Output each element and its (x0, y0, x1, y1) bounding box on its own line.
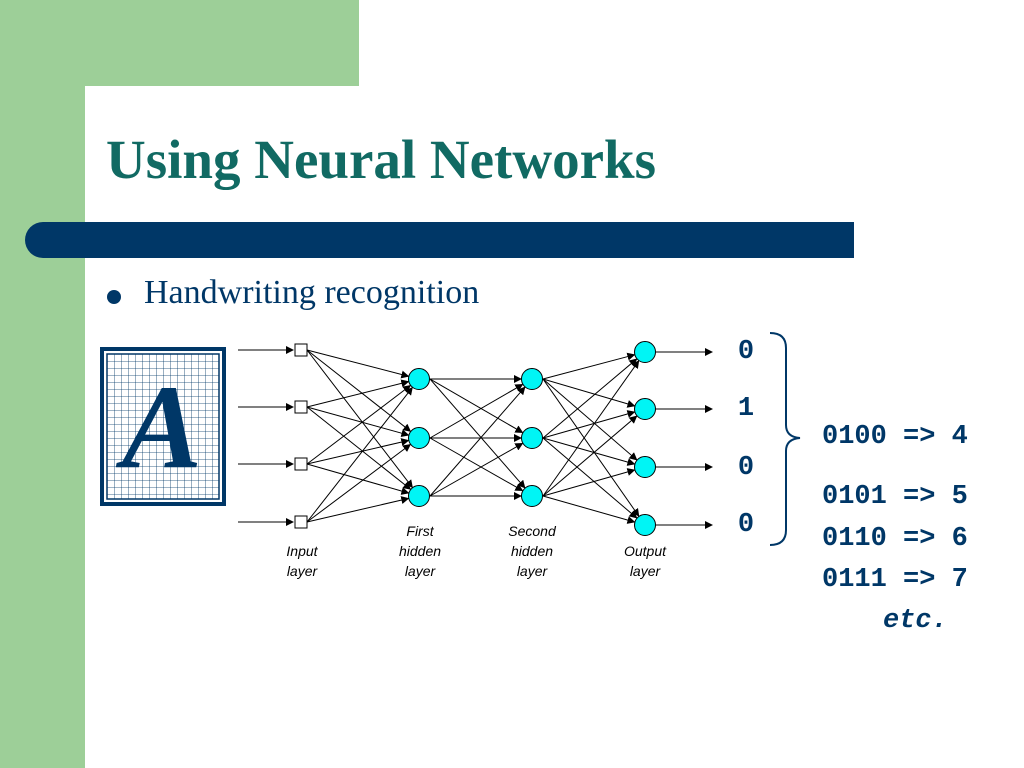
slide-title: Using Neural Networks (106, 129, 656, 190)
hidden1-node-2 (408, 427, 430, 449)
output-brace (769, 332, 801, 546)
connection-l2-1-2 (429, 378, 524, 433)
hidden1-node-1 (408, 368, 430, 390)
output-node-3 (634, 456, 656, 478)
output-node-1 (634, 341, 656, 363)
connection-l3-3-2 (542, 415, 638, 497)
hidden2-node-1 (521, 368, 543, 390)
connection-l3-1-1 (542, 352, 636, 380)
handwritten-letter: A (115, 360, 202, 493)
connection-l1-3-3 (306, 463, 410, 495)
connection-l2-3-2 (429, 442, 524, 497)
code-5: 0101 => 5 (822, 482, 968, 512)
connection-l2-1-3 (429, 378, 526, 489)
hidden2-node-3 (521, 485, 543, 507)
connection-l1-2-3 (306, 406, 412, 490)
title-underline-bar (25, 222, 854, 258)
connection-l1-4-3 (306, 496, 410, 523)
connection-l1-2-1 (306, 379, 410, 408)
background-green-top (0, 0, 359, 86)
output-layer-label: Output layer (623, 543, 667, 579)
input-node-2 (294, 400, 308, 414)
background-green-strip (0, 0, 85, 768)
output-node-2 (634, 398, 656, 420)
connection-l1-4-1 (306, 386, 413, 523)
input-node-1 (294, 343, 308, 357)
output-node-4 (634, 514, 656, 536)
connection-l1-4-2 (306, 444, 412, 523)
connection-l1-1-3 (306, 349, 413, 489)
connection-l1-2-2 (306, 406, 410, 438)
connection-l3-3-3 (542, 468, 636, 497)
output-bit-3: 0 (737, 453, 755, 483)
connection-l1-3-2 (306, 438, 410, 465)
output-bit-4: 0 (737, 510, 755, 540)
output-bit-1: 0 (737, 337, 755, 367)
connection-l3-2-2 (542, 410, 636, 439)
code-main: 0100 => 4 (822, 422, 968, 452)
connection-l3-1-3 (542, 378, 638, 461)
connection-l3-1-2 (542, 378, 636, 408)
input-node-4 (294, 515, 308, 529)
code-7: 0111 => 7 (822, 565, 968, 595)
code-etc: etc. (883, 606, 948, 636)
connection-l3-2-1 (542, 358, 638, 439)
input-node-3 (294, 457, 308, 471)
bullet-text: Handwriting recognition (144, 274, 480, 311)
connection-l1-1-1 (306, 349, 410, 379)
connection-l3-2-3 (542, 437, 636, 466)
connection-l2-3-1 (429, 386, 526, 497)
connection-l3-1-4 (542, 378, 640, 517)
connection-l2-2-1 (429, 384, 524, 439)
second-hidden-layer-label: Second hidden layer (508, 523, 556, 579)
connection-l1-1-2 (306, 349, 412, 432)
code-6: 0110 => 6 (822, 524, 968, 554)
hidden2-node-2 (521, 427, 543, 449)
hidden1-node-3 (408, 485, 430, 507)
bullet-dot (107, 290, 121, 304)
output-bit-2: 1 (737, 394, 755, 424)
handwritten-letter-grid: A (100, 347, 226, 506)
connection-l2-2-3 (429, 437, 524, 492)
connection-l3-3-1 (542, 360, 640, 497)
input-layer-label: Input layer (286, 543, 318, 579)
connection-l3-2-4 (542, 437, 638, 519)
connection-l3-3-4 (542, 495, 636, 524)
connection-l1-3-1 (306, 385, 412, 465)
first-hidden-layer-label: First hidden layer (398, 523, 442, 579)
